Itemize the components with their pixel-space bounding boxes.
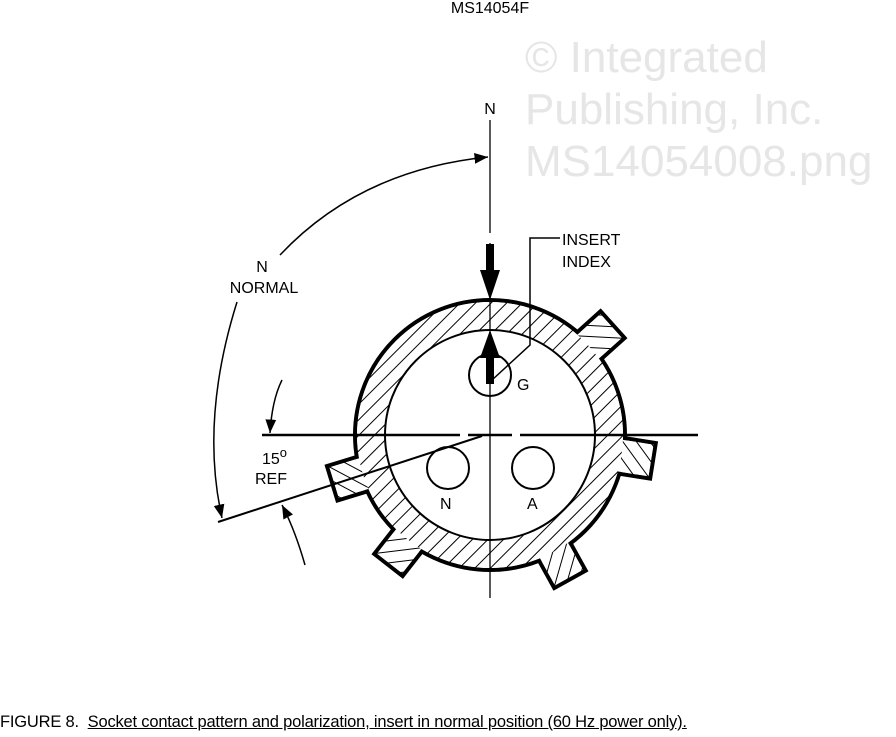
document-id: MS14054F: [450, 0, 530, 17]
angle-arc-lower: [281, 504, 306, 566]
watermark: © Integrated Publishing, Inc. MS14054008…: [525, 33, 872, 186]
insert-index-leader: [491, 237, 560, 381]
insert-index-label-1: INSERT: [562, 232, 621, 249]
figure-number: FIGURE 8.: [0, 713, 79, 731]
north-label: N: [484, 101, 496, 118]
n-normal-label-1: N: [256, 259, 268, 276]
angle-ref-label: REF: [255, 471, 287, 488]
n-normal-arc-upper: [279, 152, 489, 256]
svg-text:MS14054008.png: MS14054008.png: [525, 137, 872, 186]
figure-caption-text: Socket contact pattern and polarization,…: [87, 713, 687, 731]
ref-line-15deg: [217, 435, 483, 523]
contact-n-label: N: [440, 496, 452, 513]
insert-index-label-2: INDEX: [562, 254, 611, 271]
svg-text:© Integrated: © Integrated: [525, 33, 768, 82]
n-normal-arc-lower: [213, 301, 238, 519]
contact-a: [511, 446, 555, 490]
angle-value: 15o: [262, 445, 287, 468]
contact-g-label: G: [517, 377, 529, 394]
angle-arc-upper: [265, 379, 283, 434]
contact-a-label: A: [527, 496, 538, 513]
n-normal-label-2: NORMAL: [230, 280, 299, 297]
figure-caption: FIGURE 8. Socket contact pattern and pol…: [0, 713, 687, 732]
insert-index-arrow: [480, 330, 500, 384]
svg-text:Publishing, Inc.: Publishing, Inc.: [525, 85, 823, 134]
shell-index-arrow: [480, 244, 500, 300]
